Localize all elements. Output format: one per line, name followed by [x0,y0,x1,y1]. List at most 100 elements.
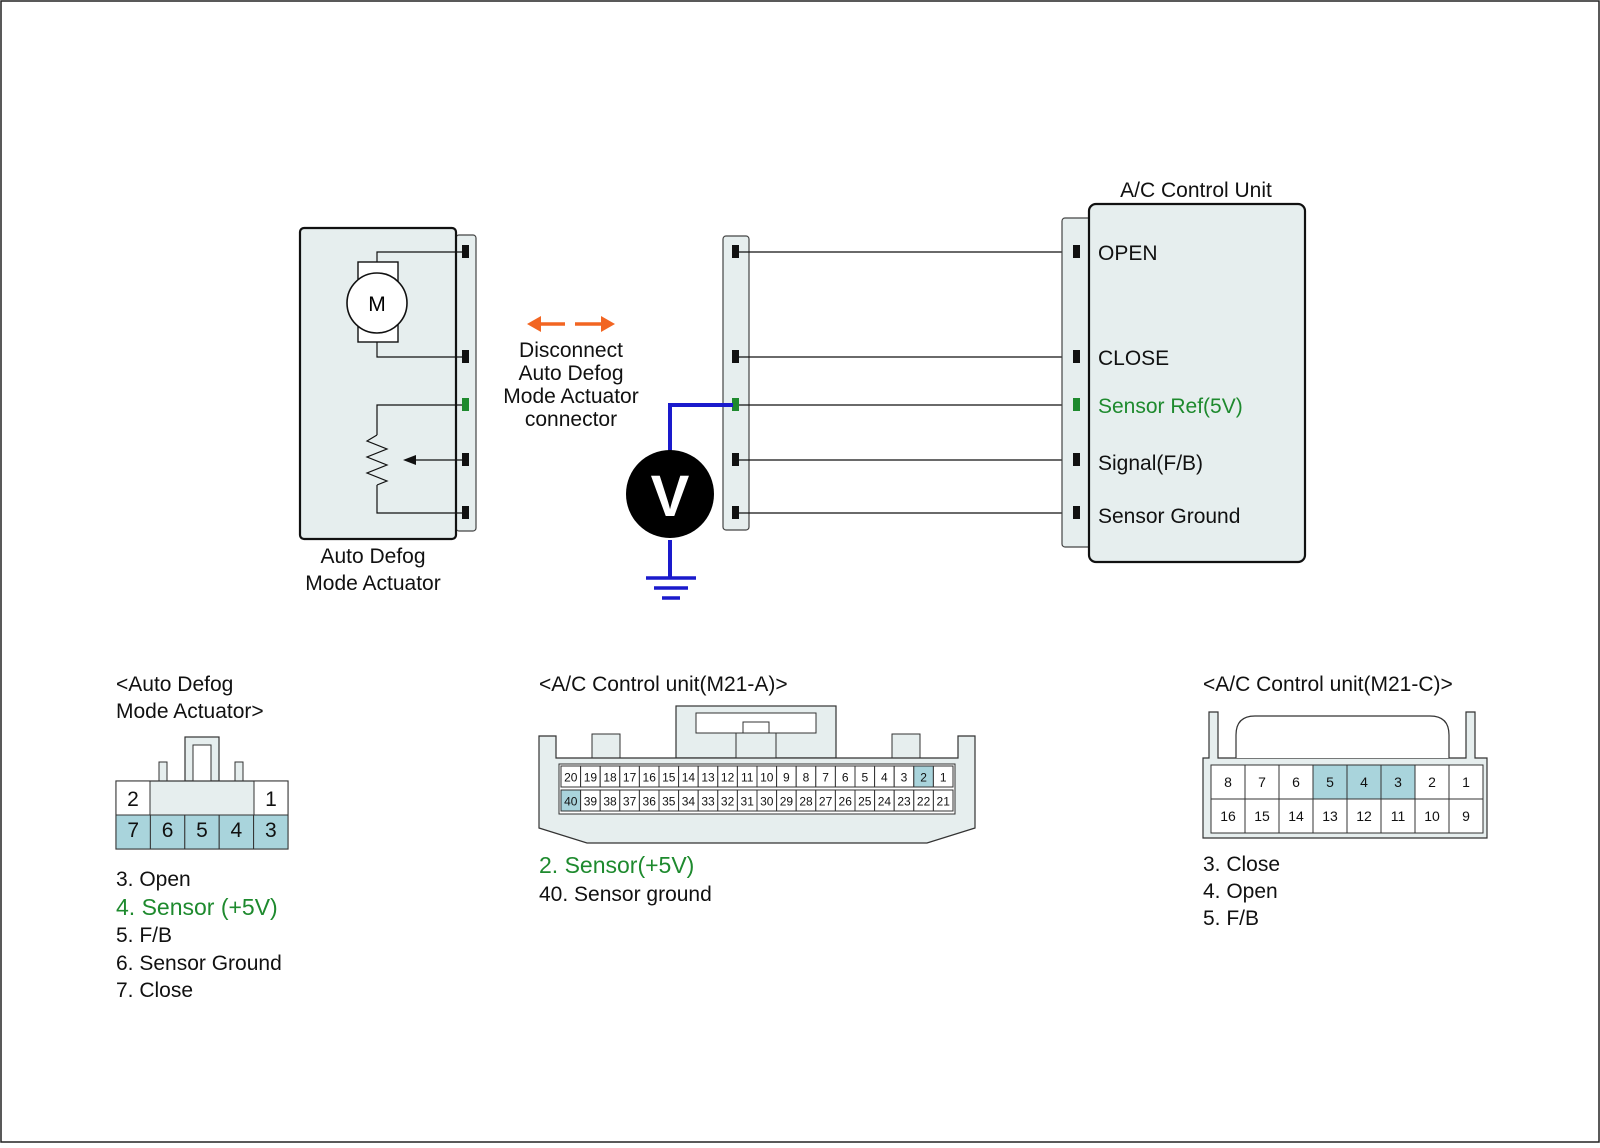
m21a-pin-label: 38 [603,795,617,809]
m21c-title: <A/C Control unit(M21-C)> [1203,673,1453,696]
m21a-pin-label: 9 [783,771,790,785]
m21c-pin-label: 7 [1258,774,1266,790]
m21a-pin-label: 35 [662,795,676,809]
m21a-pin-label: 16 [643,771,657,785]
m21a-pin-label: 37 [623,795,637,809]
harness-pin-sensor [732,398,739,411]
m21c-pin-label: 8 [1224,774,1232,790]
m21c-pin-label: 12 [1356,808,1372,824]
actuator-pin-cell [115,814,151,850]
actuator-pin-label: 7 [127,819,139,842]
m21a-pin-label: 11 [741,771,754,785]
m21a-pin-label: 39 [584,795,598,809]
actuator-pin-cell [184,814,220,850]
m21c-legend-close: 3. Close [1203,853,1280,876]
harness-connector [722,235,750,531]
terminal-signal: Signal(F/B) [1098,452,1203,475]
control-unit-body [1087,202,1307,564]
m21a-pin-cell [932,765,954,788]
m21a-pin-label: 26 [839,795,853,809]
m21a-pin-label: 31 [741,795,755,809]
m21a-legend-sensor: 2. Sensor(+5V) [539,852,694,878]
m21a-pin-label: 14 [682,771,696,785]
m21c-legend-fb: 5. F/B [1203,907,1259,930]
voltmeter-symbol: V [651,464,690,529]
probe-wire [668,403,733,452]
m21a-pin-label: 19 [584,771,598,785]
m21c-pin-label: 2 [1428,774,1436,790]
m21a-pin-label: 23 [897,795,911,809]
m21c-pin-cell [1244,764,1280,800]
actuator-body [298,226,458,541]
ac-control-unit: A/C Control Unit OPEN CLOSE Sensor Ref(5… [1061,179,1307,564]
m21c-pin-label: 16 [1220,808,1236,824]
resistor-icon [365,434,389,486]
m21a-pin-label: 30 [760,795,774,809]
m21c-legend-open: 4. Open [1203,880,1278,903]
m21a-pin-label: 18 [603,771,617,785]
m21c-pin-cell [1210,798,1246,834]
m21c-pin-cell [1414,798,1450,834]
m21a-pin-label: 15 [662,771,676,785]
terminal-open: OPEN [1098,242,1158,265]
actuator-legend-fb: 5. F/B [116,924,172,947]
actuator-connector-title-1: <Auto Defog [116,673,233,696]
actuator-pin [462,350,469,363]
actuator-pin-label: 5 [196,819,208,842]
m21a-pin-label: 25 [858,795,872,809]
m21c-pin-cell [1244,798,1280,834]
terminal-close: CLOSE [1098,347,1169,370]
actuator-connector-title-2: Mode Actuator> [116,700,264,723]
m21c-pin-cell [1448,798,1484,834]
actuator-pin-label: 3 [265,819,277,842]
instruction-line3: Mode Actuator [503,385,638,408]
m21a-pin-label: 28 [799,795,813,809]
actuator-pin [462,506,469,519]
m21a-pin-label: 33 [701,795,715,809]
actuator-pin-label: 2 [127,788,139,811]
instruction-line2: Auto Defog [518,362,623,385]
actuator-pin-sensor [462,398,469,411]
actuator-legend-close: 7. Close [116,979,193,1002]
m21a-pin-label: 36 [643,795,657,809]
control-unit-title: A/C Control Unit [1120,179,1272,202]
motor-icon [346,272,408,334]
m21a-pin-label: 3 [901,771,908,785]
m21a-pin-label: 32 [721,795,735,809]
m21c-pin-cell [1278,764,1314,800]
motor-symbol: M [368,293,386,316]
actuator-pin-label: 4 [231,819,243,842]
disconnect-instruction: Disconnect Auto Defog Mode Actuator conn… [503,316,639,431]
m21a-pin-label: 21 [937,795,951,809]
m21c-pin-cell [1380,798,1416,834]
arrow-right-icon [601,316,615,332]
actuator-pin-label: 1 [265,788,277,811]
m21a-pin-label: 22 [917,795,931,809]
m21c-pin-label: 6 [1292,774,1300,790]
instruction-line1: Disconnect [519,339,623,362]
m21a-pin-label: 10 [760,771,774,785]
actuator-pin-cell [253,814,289,850]
m21c-pin-cell [1448,764,1484,800]
actuator-pin [462,453,469,466]
actuator-pin [462,245,469,258]
arrow-left-icon [527,316,541,332]
terminal-sensor-ground: Sensor Ground [1098,505,1240,528]
m21c-pin-label: 5 [1326,774,1334,790]
m21a-pin-label: 6 [842,771,849,785]
m21c-pin-cell [1414,764,1450,800]
m21c-pin-label: 1 [1462,774,1470,790]
m21a-pin-cell [932,789,954,812]
m21a-title: <A/C Control unit(M21-A)> [539,673,788,696]
actuator-legend-sensor: 4. Sensor (+5V) [116,894,278,920]
m21a-pin-label: 17 [623,771,637,785]
voltmeter: V [626,403,733,600]
m21a-pin-label: 12 [721,771,735,785]
harness-wires [739,251,1072,514]
